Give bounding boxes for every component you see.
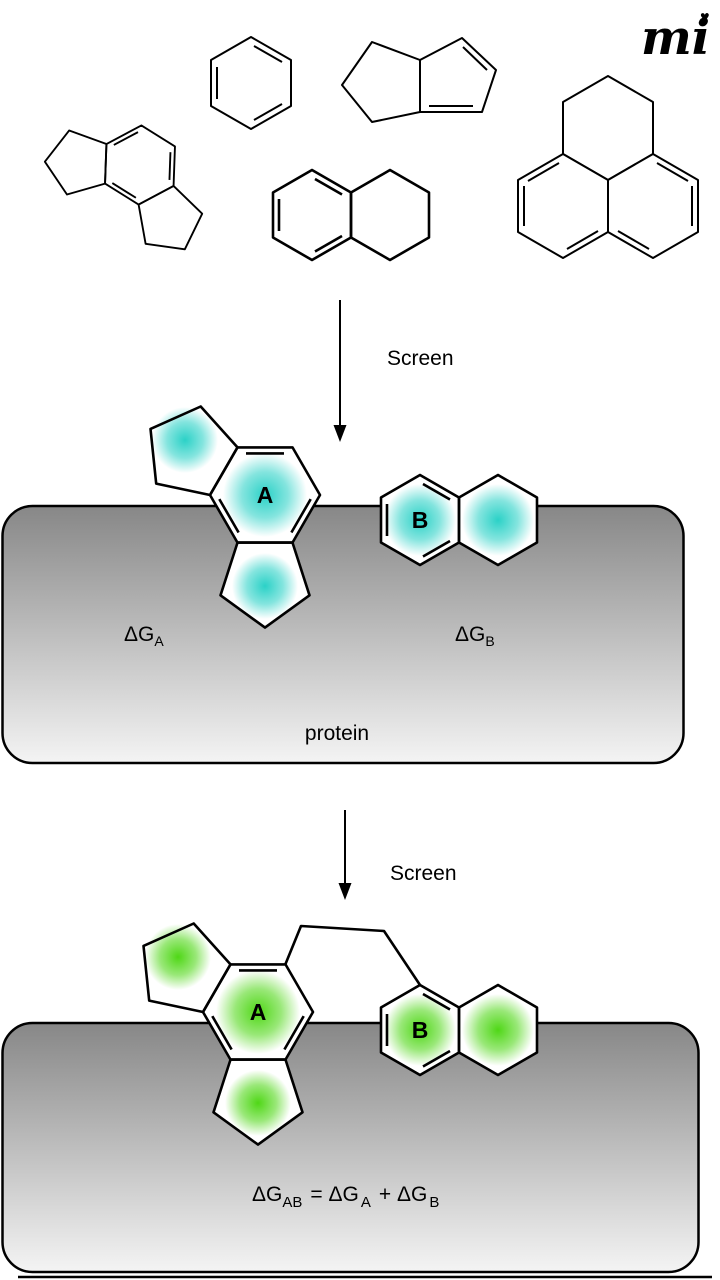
molecule-phenalene bbox=[517, 75, 699, 259]
binding-glow bbox=[462, 994, 534, 1066]
binding-glow bbox=[384, 994, 456, 1066]
linker-bond bbox=[284, 924, 422, 986]
fragment-b-bound-2: B bbox=[379, 983, 539, 1077]
binding-glow bbox=[216, 970, 300, 1054]
molecule-benzene bbox=[210, 36, 292, 130]
delta-g-a-label: ΔGA bbox=[124, 623, 164, 649]
fragment-a-label-1: A bbox=[257, 482, 274, 508]
binding-glow bbox=[223, 453, 307, 537]
molecule-bicyclopentadiene bbox=[341, 37, 497, 123]
logo-text: mi bbox=[641, 10, 710, 66]
journal-logo: mi ♥ bbox=[641, 9, 710, 66]
protein-box-1 bbox=[1, 504, 685, 765]
binding-glow bbox=[384, 484, 456, 556]
screen-arrow-2 bbox=[338, 810, 352, 900]
screen-label-1: Screen bbox=[387, 347, 454, 370]
delta-g-b-label: ΔGB bbox=[455, 623, 495, 649]
fragment-b-label-2: B bbox=[412, 1017, 429, 1043]
binding-glow bbox=[225, 1070, 291, 1136]
binding-glow bbox=[145, 924, 211, 990]
fragment-a-bound-1: A bbox=[149, 405, 322, 629]
arrowhead-icon bbox=[338, 883, 352, 900]
heart-icon: ♥ bbox=[700, 9, 710, 26]
screen-arrow-1 bbox=[333, 300, 347, 442]
binding-glow bbox=[152, 407, 218, 473]
protein-box-2 bbox=[1, 1021, 700, 1274]
screen-label-2: Screen bbox=[390, 862, 457, 885]
fragment-a-bound-2: A bbox=[142, 922, 315, 1146]
fragment-b-label-1: B bbox=[412, 507, 429, 533]
molecule-tetralin-library bbox=[271, 168, 431, 262]
fragment-b-bound-1: B bbox=[379, 473, 539, 567]
fragment-a-label-2: A bbox=[250, 999, 267, 1025]
molecule-tricyclic-library bbox=[36, 89, 221, 289]
protein-label: protein bbox=[305, 722, 369, 745]
binding-glow bbox=[232, 553, 298, 619]
binding-glow bbox=[462, 484, 534, 556]
arrowhead-icon bbox=[333, 425, 347, 442]
ring-fill bbox=[37, 90, 220, 288]
